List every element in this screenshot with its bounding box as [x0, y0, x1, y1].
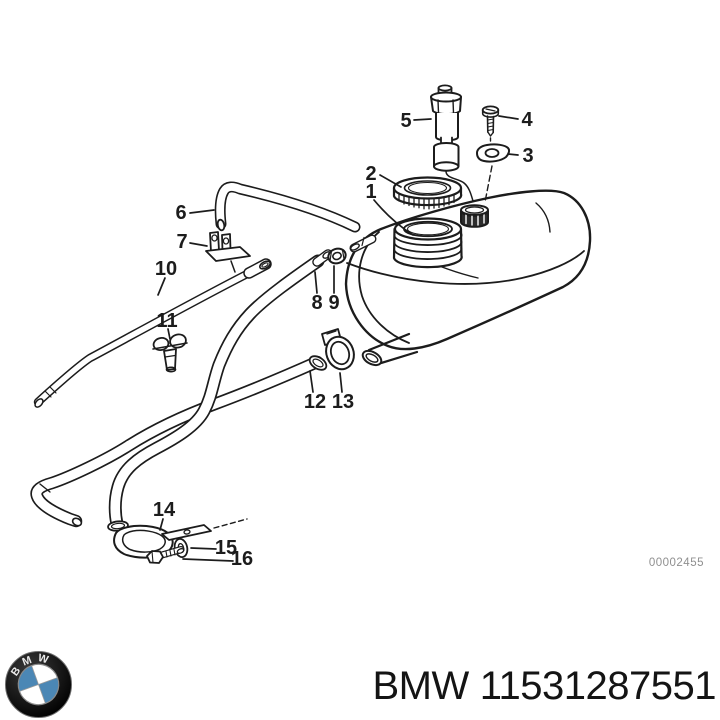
callout-15: 15: [215, 537, 237, 559]
parts-diagram: 1 2 3 4 5 6 7 8 9 10 11 12 13 14 15 16 0…: [30, 84, 704, 570]
screw: [481, 105, 500, 144]
leader-lines: [157, 115, 519, 562]
hose-clamp: [321, 328, 355, 371]
bracket: [205, 231, 251, 273]
callout-7: 7: [176, 231, 187, 253]
pipe-holder-clamp: [113, 518, 248, 559]
callout-8: 8: [311, 292, 322, 314]
callout-12: 12: [304, 391, 326, 413]
clip: [152, 333, 188, 373]
union-nut: [327, 234, 377, 265]
callout-4: 4: [521, 109, 533, 131]
retainer-plate: [476, 143, 511, 203]
expansion-tank-cap: [392, 176, 463, 210]
metal-pipe: [33, 258, 272, 408]
level-sensor: [430, 84, 474, 202]
callout-14: 14: [153, 499, 176, 521]
callout-10: 10: [155, 258, 177, 280]
callout-9: 9: [328, 292, 339, 314]
filler-neck: [392, 217, 463, 269]
callout-6: 6: [175, 202, 186, 224]
callout-16: 16: [231, 548, 253, 570]
vent-hose: [214, 181, 361, 233]
bmw-roundel-icon: BMW: [4, 650, 73, 719]
callout-3: 3: [522, 145, 533, 167]
callout-11: 11: [156, 310, 177, 332]
bolt: [146, 546, 185, 564]
sensor-mount-cap: [460, 204, 489, 228]
callout-13: 13: [332, 391, 354, 413]
bmw-logo: BMW: [4, 650, 73, 719]
callout-2: 2: [365, 163, 376, 185]
callout-5: 5: [400, 110, 411, 132]
upper-hose: [107, 249, 333, 532]
drawing-number: 00002455: [649, 557, 704, 569]
part-caption: BMW 11531287551: [372, 664, 716, 709]
lower-hose: [30, 355, 328, 528]
brand-name: BMW: [372, 664, 469, 708]
callout-1: 1: [365, 181, 376, 203]
part-number: 11531287551: [479, 664, 717, 708]
